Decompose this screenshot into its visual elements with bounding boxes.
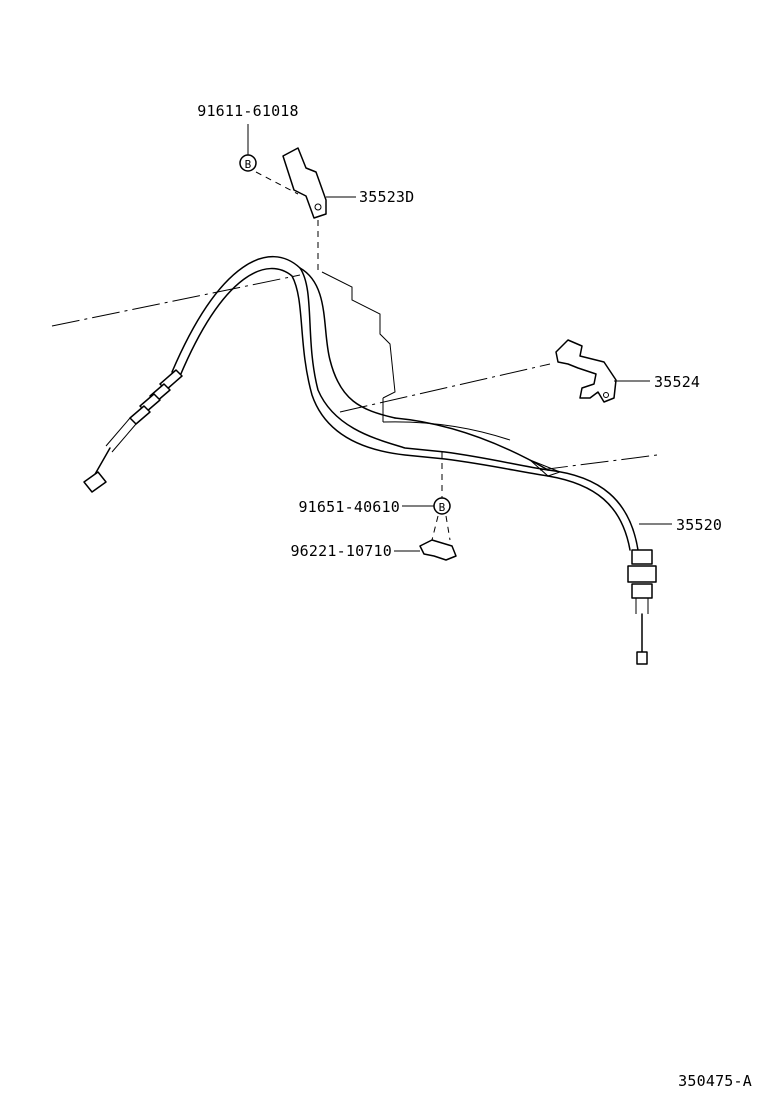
cable-sheath-inner — [179, 267, 549, 477]
floor-panel-lower-edge — [382, 421, 511, 441]
label-clip-lower: 96221-10710 — [290, 542, 392, 560]
label-cable-assembly: 35520 — [676, 516, 722, 534]
figure-id: 350475-A — [678, 1072, 752, 1090]
lower-bolt-assembly: B — [419, 452, 457, 561]
floor-panel-outline — [321, 271, 511, 441]
left-fitting-rod — [105, 417, 137, 453]
reference-line-right — [539, 454, 658, 471]
body-reference-lines — [51, 274, 658, 471]
right-fitting-nut — [627, 565, 657, 583]
floor-panel-edge — [321, 271, 396, 399]
upper-bolt-marker: B — [239, 124, 257, 172]
upper-bracket-hole — [314, 203, 322, 211]
right-fitting-rod — [635, 598, 649, 614]
cable-sheath-outer — [171, 255, 549, 471]
lower-clip-body — [419, 539, 457, 561]
cable-inner-bend — [299, 267, 396, 419]
label-bolt-lower: 91651-40610 — [298, 498, 400, 516]
left-fitting-spring — [129, 405, 151, 425]
right-clamp-body — [555, 339, 617, 403]
upper-bolt-circle — [239, 154, 257, 172]
cable-splice-detail — [529, 459, 562, 477]
reference-line-left — [51, 274, 301, 327]
right-fitting-collar — [631, 549, 653, 565]
label-clamp-right: 35524 — [654, 373, 700, 391]
cable-right-outer — [547, 469, 639, 551]
cable-assembly — [83, 255, 657, 665]
lower-clip-leader — [431, 515, 451, 541]
label-bolt-upper: 91611-61018 — [197, 102, 299, 120]
reference-line-mid — [339, 363, 551, 413]
upper-bolt-leader — [255, 171, 299, 195]
upper-bolt-letter: B — [245, 158, 252, 171]
left-cable-end — [83, 369, 183, 493]
right-cable-end — [627, 549, 657, 665]
label-leaders — [326, 196, 672, 552]
upper-bracket — [255, 147, 327, 272]
upper-bracket-body — [282, 147, 327, 219]
left-cable-end-plug — [83, 471, 107, 493]
label-bracket-upper: 35523D — [359, 188, 414, 206]
right-fitting-spring — [631, 583, 653, 599]
right-clamp-hole — [603, 392, 609, 398]
right-cable-end-plug — [636, 651, 648, 665]
lower-bolt-letter: B — [439, 501, 446, 514]
cable-right-inner — [547, 475, 631, 551]
left-inner-cable — [93, 447, 111, 477]
right-clamp — [555, 339, 617, 403]
part-labels: 91611-61018 35523D 35524 35520 91651-406… — [197, 102, 752, 1090]
